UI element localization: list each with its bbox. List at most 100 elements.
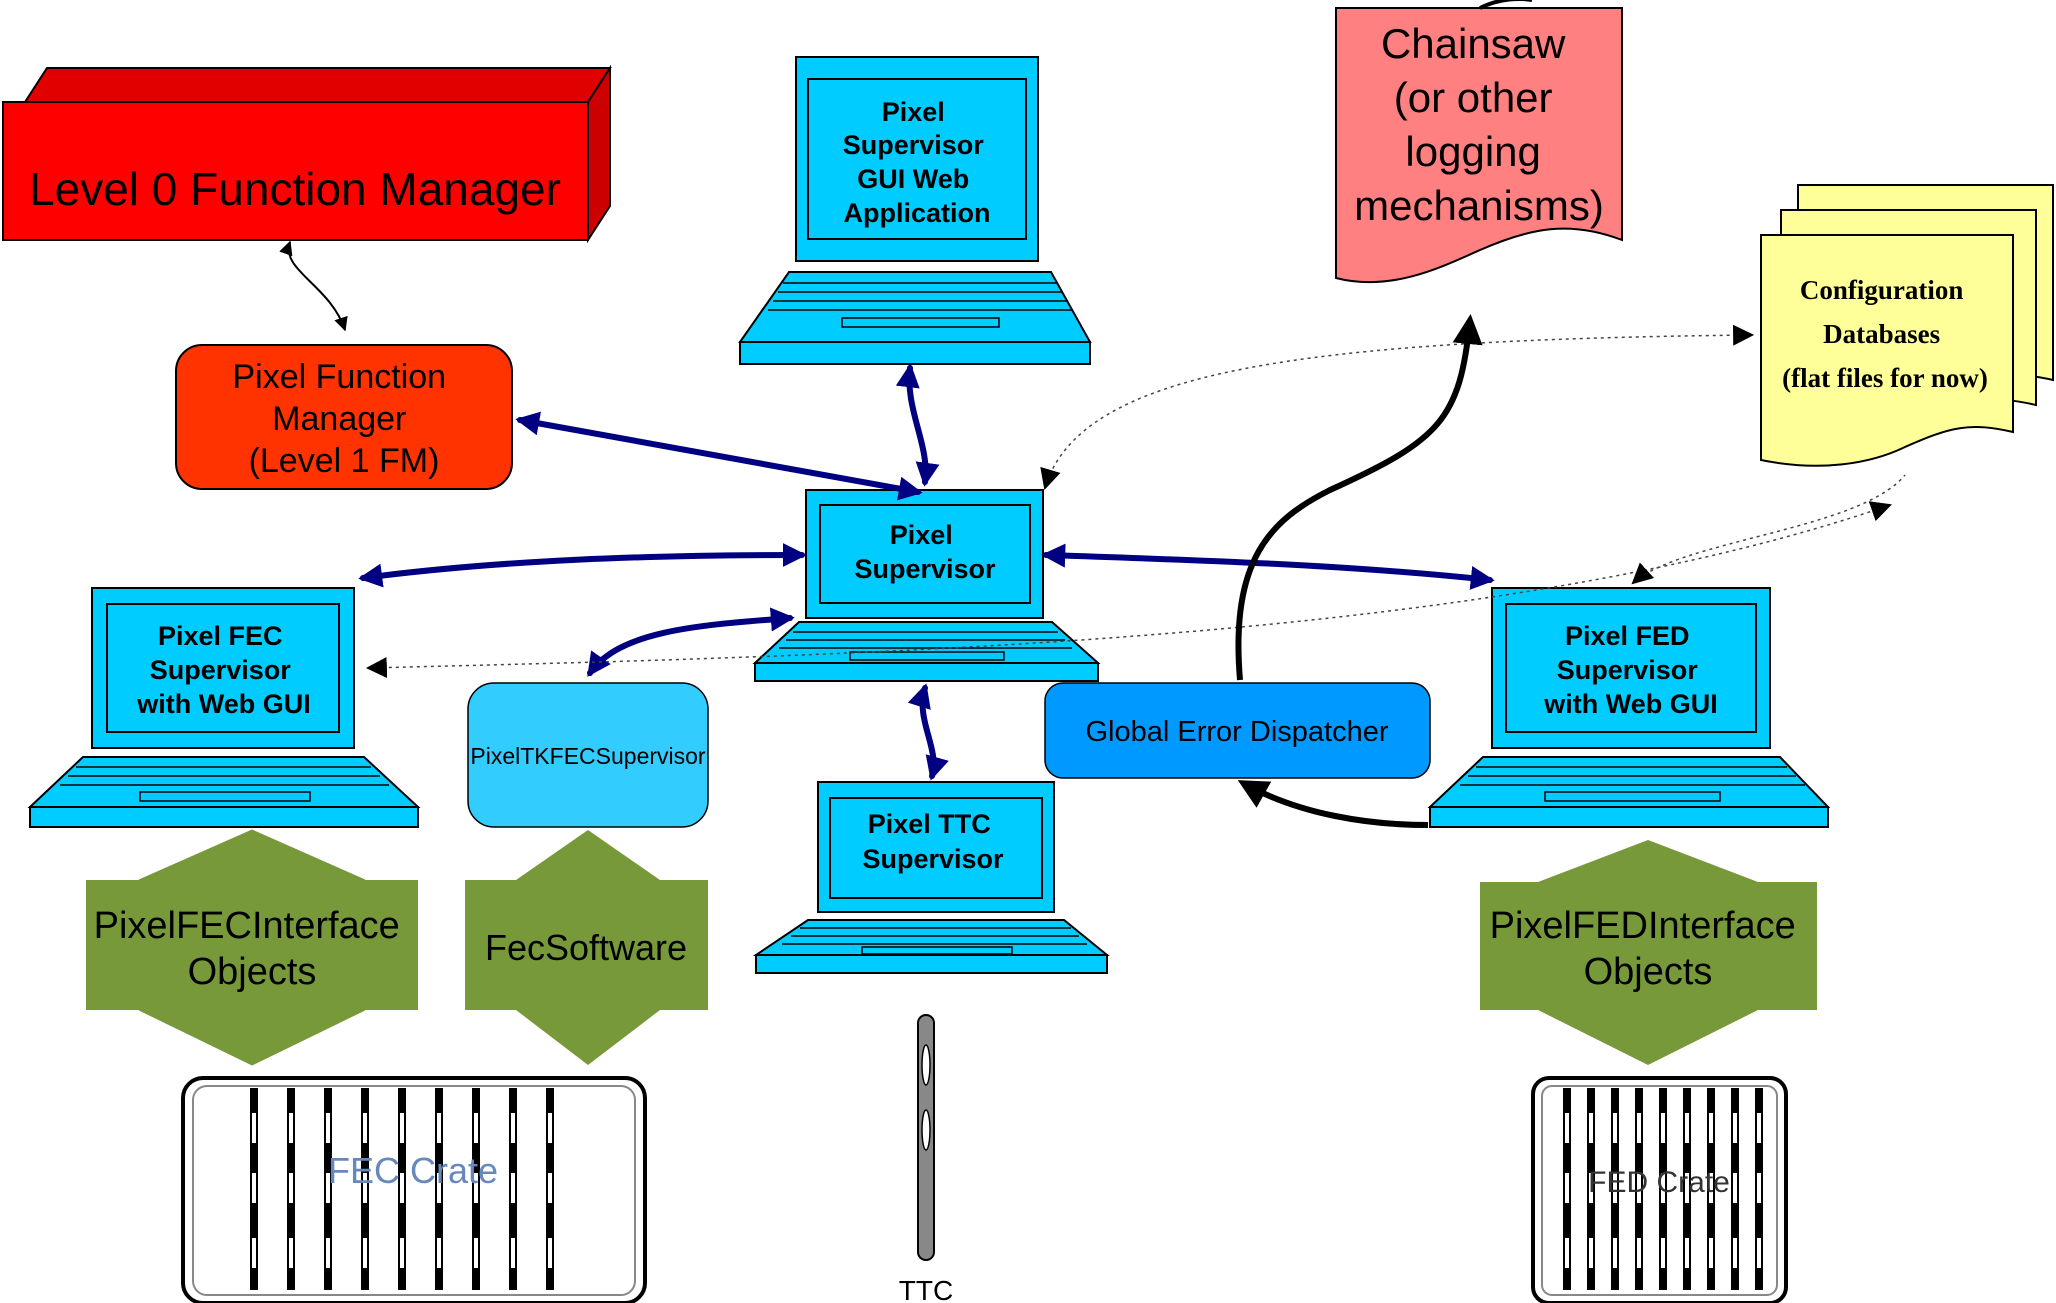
gui-supervisor-link — [895, 363, 940, 487]
crate-slot-window — [289, 1238, 293, 1268]
svg-text:Pixel FED Supervisor: Pixel FED Supervisor with Web GUI — [1543, 621, 1718, 719]
crate-slot-window — [1757, 1173, 1761, 1203]
crate-slot-window — [1637, 1113, 1641, 1143]
crate-slot-window — [1709, 1173, 1713, 1203]
pixel-supervisor-laptop: Pixel Supervisor — [752, 489, 1101, 682]
crate-slot-window — [1589, 1173, 1593, 1203]
fm-supervisor-link — [515, 411, 923, 501]
config-db-line-1: Configuration — [1800, 275, 1964, 305]
crate-slot-window — [400, 1238, 404, 1268]
crate-slot-window — [1709, 1238, 1713, 1268]
fed-interface-line-1: PixelFEDInterface — [1490, 905, 1796, 947]
crate-slot-window — [1733, 1113, 1737, 1143]
supervisor-ttc-link — [907, 683, 949, 781]
crate-slot-window — [1685, 1238, 1689, 1268]
gui-laptop-line-4: Application — [844, 198, 991, 228]
supervisor-fed-link — [1041, 543, 1495, 590]
global-error-dispatcher: Global Error Dispatcher — [1044, 682, 1431, 779]
crate-slot-window — [1733, 1173, 1737, 1203]
crate-slot-window — [289, 1173, 293, 1203]
fed-supervisor-line-1: Pixel FED — [1565, 621, 1690, 651]
svg-text:Pixel Supervisor G: Pixel Supervisor GUI Web Application — [843, 97, 992, 228]
fec-interface-arrow: PixelFECInterface Objects — [86, 829, 418, 1066]
crate-slot-window — [1565, 1113, 1569, 1143]
supervisor-config-link — [1040, 324, 1755, 491]
crate-slot-window — [252, 1238, 256, 1268]
crate-slot-window — [1661, 1173, 1665, 1203]
supervisor-fec-link — [358, 543, 807, 588]
svg-text:Pixel Function Manager: Pixel Function Manager (Level 1 FM) — [233, 358, 456, 480]
ttc-supervisor-line-2: Supervisor — [862, 844, 1004, 874]
fec-crate-label: FEC Crate — [328, 1150, 498, 1191]
gui-laptop-line-1: Pixel — [882, 97, 945, 127]
crate-slot-window — [289, 1113, 293, 1143]
config-db-line-2: Databases — [1823, 319, 1940, 349]
crate-slot-window — [1637, 1238, 1641, 1268]
svg-text:Configuration Databases: Configuration Databases (flat files for … — [1782, 275, 1988, 393]
chainsaw-line-3: logging — [1405, 128, 1540, 175]
gui-web-app-laptop: Pixel Supervisor GUI Web Application — [738, 56, 1092, 365]
svg-text:PixelFECInterface Object: PixelFECInterface Objects — [94, 905, 411, 993]
pixel-function-manager: Pixel Function Manager (Level 1 FM) — [175, 344, 513, 490]
fed-interface-arrow: PixelFEDInterface Objects — [1480, 840, 1817, 1065]
pixel-fm-line-1: Pixel Function — [233, 358, 447, 396]
crate-slot-window — [1613, 1113, 1617, 1143]
svg-text:PixelFEDInterface Object: PixelFEDInterface Objects — [1490, 905, 1807, 993]
crate-slot-window — [1613, 1173, 1617, 1203]
fed-dispatcher-arrow — [1237, 780, 1429, 828]
fec-supervisor-line-3: with Web GUI — [136, 689, 311, 719]
dotted-links — [365, 324, 1906, 679]
crate-slot-window — [1757, 1113, 1761, 1143]
pixel-fed-supervisor-laptop: Pixel FED Supervisor with Web GUI — [1427, 587, 1831, 828]
pixel-fec-supervisor-laptop: Pixel FEC Supervisor with Web GUI — [27, 587, 421, 828]
fed-crate-label: FED Crate — [1588, 1166, 1730, 1199]
crate-slot-window — [400, 1173, 404, 1203]
level0-fm-link — [279, 240, 348, 332]
ttc-supervisor-line-1: Pixel TTC — [868, 809, 991, 839]
fed-supervisor-line-2: Supervisor — [1557, 655, 1699, 685]
crate-slot-window — [1733, 1238, 1737, 1268]
chainsaw-incoming-curve — [1479, 0, 1532, 10]
fed-config-link — [1631, 474, 1906, 585]
crate-slot-window — [1757, 1238, 1761, 1268]
pixel-tkfec-supervisor: PixelTKFECSupervisor — [467, 682, 709, 828]
crate-slot-window — [1709, 1113, 1713, 1143]
pixel-fm-line-3: (Level 1 FM) — [249, 442, 440, 480]
fec-crate: FEC Crate — [181, 1076, 647, 1303]
fec-interface-line-2: Objects — [188, 951, 317, 993]
crate-slot-window — [400, 1113, 404, 1143]
crate-slot-window — [1613, 1238, 1617, 1268]
crate-slot-window — [326, 1238, 330, 1268]
pixel-supervisor-line-1: Pixel — [890, 520, 953, 550]
crate-slot-window — [511, 1113, 515, 1143]
crate-slot-window — [363, 1238, 367, 1268]
fed-crate-slots — [1563, 1088, 1763, 1290]
fed-supervisor-line-3: with Web GUI — [1543, 689, 1718, 719]
crate-slot-window — [511, 1173, 515, 1203]
svg-text:Pixel FEC Supervisor: Pixel FEC Supervisor with Web GUI — [136, 621, 311, 719]
crate-slot-window — [548, 1238, 552, 1268]
tkfec-label: PixelTKFECSupervisor — [470, 743, 706, 769]
crate-slot-window — [1637, 1173, 1641, 1203]
ttc-label: TTC — [899, 1275, 953, 1303]
fec-supervisor-line-2: Supervisor — [150, 655, 292, 685]
crate-slot-window — [474, 1238, 478, 1268]
config-db-line-3: (flat files for now) — [1782, 363, 1988, 393]
fec-crate-slots — [250, 1088, 554, 1290]
crate-slot-window — [1565, 1238, 1569, 1268]
fec-software-label: FecSoftware — [485, 927, 687, 968]
crate-slot-window — [1661, 1238, 1665, 1268]
gui-laptop-line-2: Supervisor — [843, 130, 985, 160]
crate-slot-window — [363, 1113, 367, 1143]
crate-slot-window — [474, 1173, 478, 1203]
crate-slot-window — [1661, 1113, 1665, 1143]
fec-software-arrow: FecSoftware — [465, 830, 708, 1065]
fec-config-link — [365, 501, 1892, 679]
crate-slot-window — [252, 1173, 256, 1203]
pixel-ttc-supervisor-laptop: Pixel TTC Supervisor — [752, 781, 1110, 974]
crate-slot-window — [1685, 1173, 1689, 1203]
crate-slot-window — [363, 1173, 367, 1203]
crate-slot-window — [1565, 1173, 1569, 1203]
level0-label: Level 0 Function Manager — [29, 163, 561, 215]
